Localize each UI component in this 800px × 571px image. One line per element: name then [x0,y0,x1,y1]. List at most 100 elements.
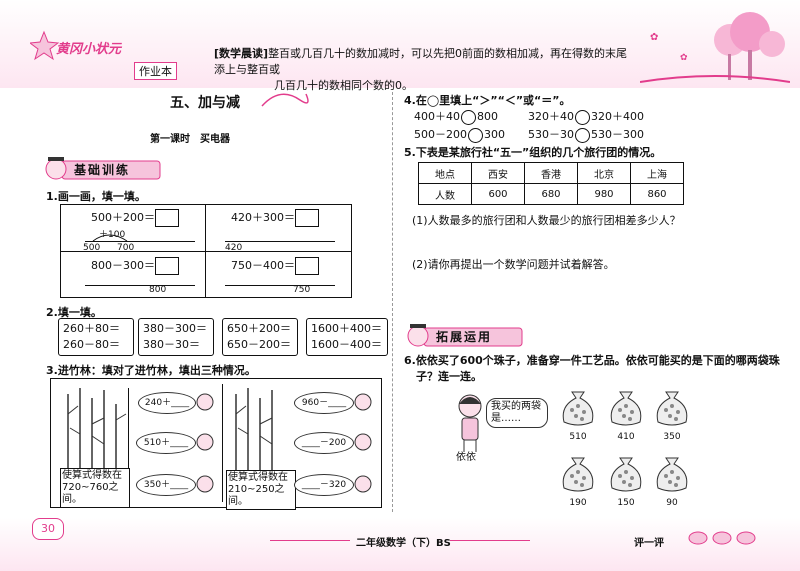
bead-bag-icon [656,391,688,426]
q3-left-bubble-3[interactable]: 350＋____ [136,474,196,496]
q2-card-3-line-1: 650＋200＝ [227,322,291,335]
q2-card-2-line-1: 380－300＝ [143,322,207,335]
section-basic-label: 基础训练 [74,163,131,177]
q2-card-3-line-2: 650－200＝ [227,338,291,351]
q1-numberline-3 [85,285,195,286]
lesson-subtitle: 第一课时 买电器 [150,134,230,145]
footer-center: 二年级数学（下）BS [356,538,451,549]
section-extend-label: 拓展运用 [436,330,493,344]
q1-prompt: 1.画一画，填一填。 [46,190,146,203]
bag-6[interactable]: 90 [652,452,692,508]
q1-label-2: 420 [225,243,243,253]
tip-line-1: [数学晨读]整百或几百几十的数加减时，可以先把0前面的数相加减，再在得数的末尾添… [214,46,634,78]
bag-3[interactable]: 350 [652,386,692,442]
q1-answer-box-2[interactable] [295,209,319,227]
q1-eq-3: 800－300＝ [91,257,179,275]
svg-text:✿: ✿ [680,53,688,63]
q3-right-note: 使算式得数在210~250之间。 [226,470,296,510]
q3-right-bubble-3[interactable]: ____－320 [294,474,354,496]
q3-right-owls-icon [354,393,372,493]
q3-left-bubble-1[interactable]: 240＋____ [138,392,196,414]
section-tag-basic: 基础训练 [44,155,164,181]
tip-box: [数学晨读]整百或几百几十的数加减时，可以先把0前面的数相加减，再在得数的末尾添… [214,46,634,94]
table-cell: 西安 [471,162,525,184]
bag-label: 150 [617,498,635,508]
q2-card-4[interactable]: 1600＋400＝1600－400＝ [306,318,388,356]
bag-label: 510 [569,432,587,442]
q4-circle-2[interactable] [575,109,590,125]
q6-prompt-line-2: 子？连一连。 [416,370,482,383]
tip-line-2: 几百几十的数相同个数的0。 [274,79,413,92]
footer-band [0,518,800,571]
bead-bag-icon [656,457,688,492]
q1-label-end: 700 [117,243,135,253]
title-swirl-icon [260,86,320,120]
bead-bag-icon [610,457,642,492]
star-logo-icon [28,30,60,61]
table-row: 人数 600 680 980 860 [418,183,684,205]
footer-rating: 评一评 [634,538,664,549]
q2-card-1-line-2: 260－80＝ [63,338,120,351]
bag-label: 190 [569,498,587,508]
brand-logo: 黄冈小状元 [28,28,150,68]
jump-arc-icon [92,234,128,242]
footer-line-right [450,540,530,541]
q4-circle-4[interactable] [575,127,590,143]
section-tag-extend: 拓展运用 [406,322,526,348]
q2-card-4-line-1: 1600＋400＝ [311,322,382,335]
q1-numberline-2 [225,241,335,242]
q1-eq-2: 420＋300＝ [231,209,319,227]
table-cell: 980 [577,183,631,205]
q1-eq-1: 500＋200＝ [91,209,179,227]
q3-left-bamboo: 使算式得数在720~760之间。 [58,384,208,508]
rating-faces-icon[interactable] [686,528,766,548]
q5-prompt: 5.下表是某旅行社“五一”组织的几个旅行团的情况。 [404,146,662,159]
q1-label-3: 800 [149,285,167,295]
bag-label: 410 [617,432,635,442]
table-cell: 人数 [418,183,472,205]
girl-icon [458,394,482,452]
page-number-badge: 30 [32,518,64,540]
table-cell: 上海 [630,162,684,184]
q6-prompt-line-1: 6.依依买了600个珠子，准备穿一件工艺品。依依可能买的是下面的哪两袋珠 [404,354,780,367]
bag-2[interactable]: 410 [606,386,646,442]
bag-5[interactable]: 150 [606,452,646,508]
q1-label-jump: ＋100 [99,230,126,240]
q1-numberline-1 [85,241,195,242]
q1-answer-box-4[interactable] [295,257,319,275]
q3-prompt: 3.进竹林：填对了进竹林，填出三种情况。 [46,364,256,377]
tip-label: [数学晨读] [214,47,269,60]
q1-eq-4: 750－400＝ [231,257,319,275]
q2-card-3[interactable]: 650＋200＝ 650－200＝ [222,318,298,356]
q3-right-bubble-2[interactable]: ____－200 [294,432,354,454]
q5-sub-1: (1)人数最多的旅行团和人数最少的旅行团相差多少人？ [412,214,681,227]
header-band [0,0,800,88]
bag-4[interactable]: 190 [558,452,598,508]
girl-figure: 依依 [452,392,502,463]
bead-bag-icon [562,457,594,492]
bag-1[interactable]: 510 [558,386,598,442]
q4-circle-3[interactable] [468,127,483,143]
table-cell: 地点 [418,162,472,184]
q1-label-4: 750 [293,285,311,295]
q4-circle-1[interactable] [461,109,476,125]
speech-text: 我买的两袋是…… [491,401,541,424]
q3-right-bubble-1[interactable]: 960－____ [294,392,354,414]
q3-left-bubble-2[interactable]: 510＋____ [136,432,196,454]
q1-answer-box-3[interactable] [155,257,179,275]
girl-name: 依依 [456,452,476,463]
q1-grid: 500＋200＝ ＋100 500 700 420＋300＝ 420 800－3… [60,204,352,298]
svg-text:✿: ✿ [650,32,658,43]
q2-card-1[interactable]: 260＋80＝260－80＝ [58,318,134,356]
q2-card-2[interactable]: 380－300＝380－30＝ [138,318,214,356]
q3-left-owls-icon [196,393,214,493]
footer-line-left [270,540,350,541]
bead-bag-icon [562,391,594,426]
table-cell: 600 [471,183,525,205]
table-cell: 北京 [577,162,631,184]
q1-answer-box-1[interactable] [155,209,179,227]
q5-table: 地点 西安 香港 北京 上海 人数 600 680 980 860 [418,162,684,205]
